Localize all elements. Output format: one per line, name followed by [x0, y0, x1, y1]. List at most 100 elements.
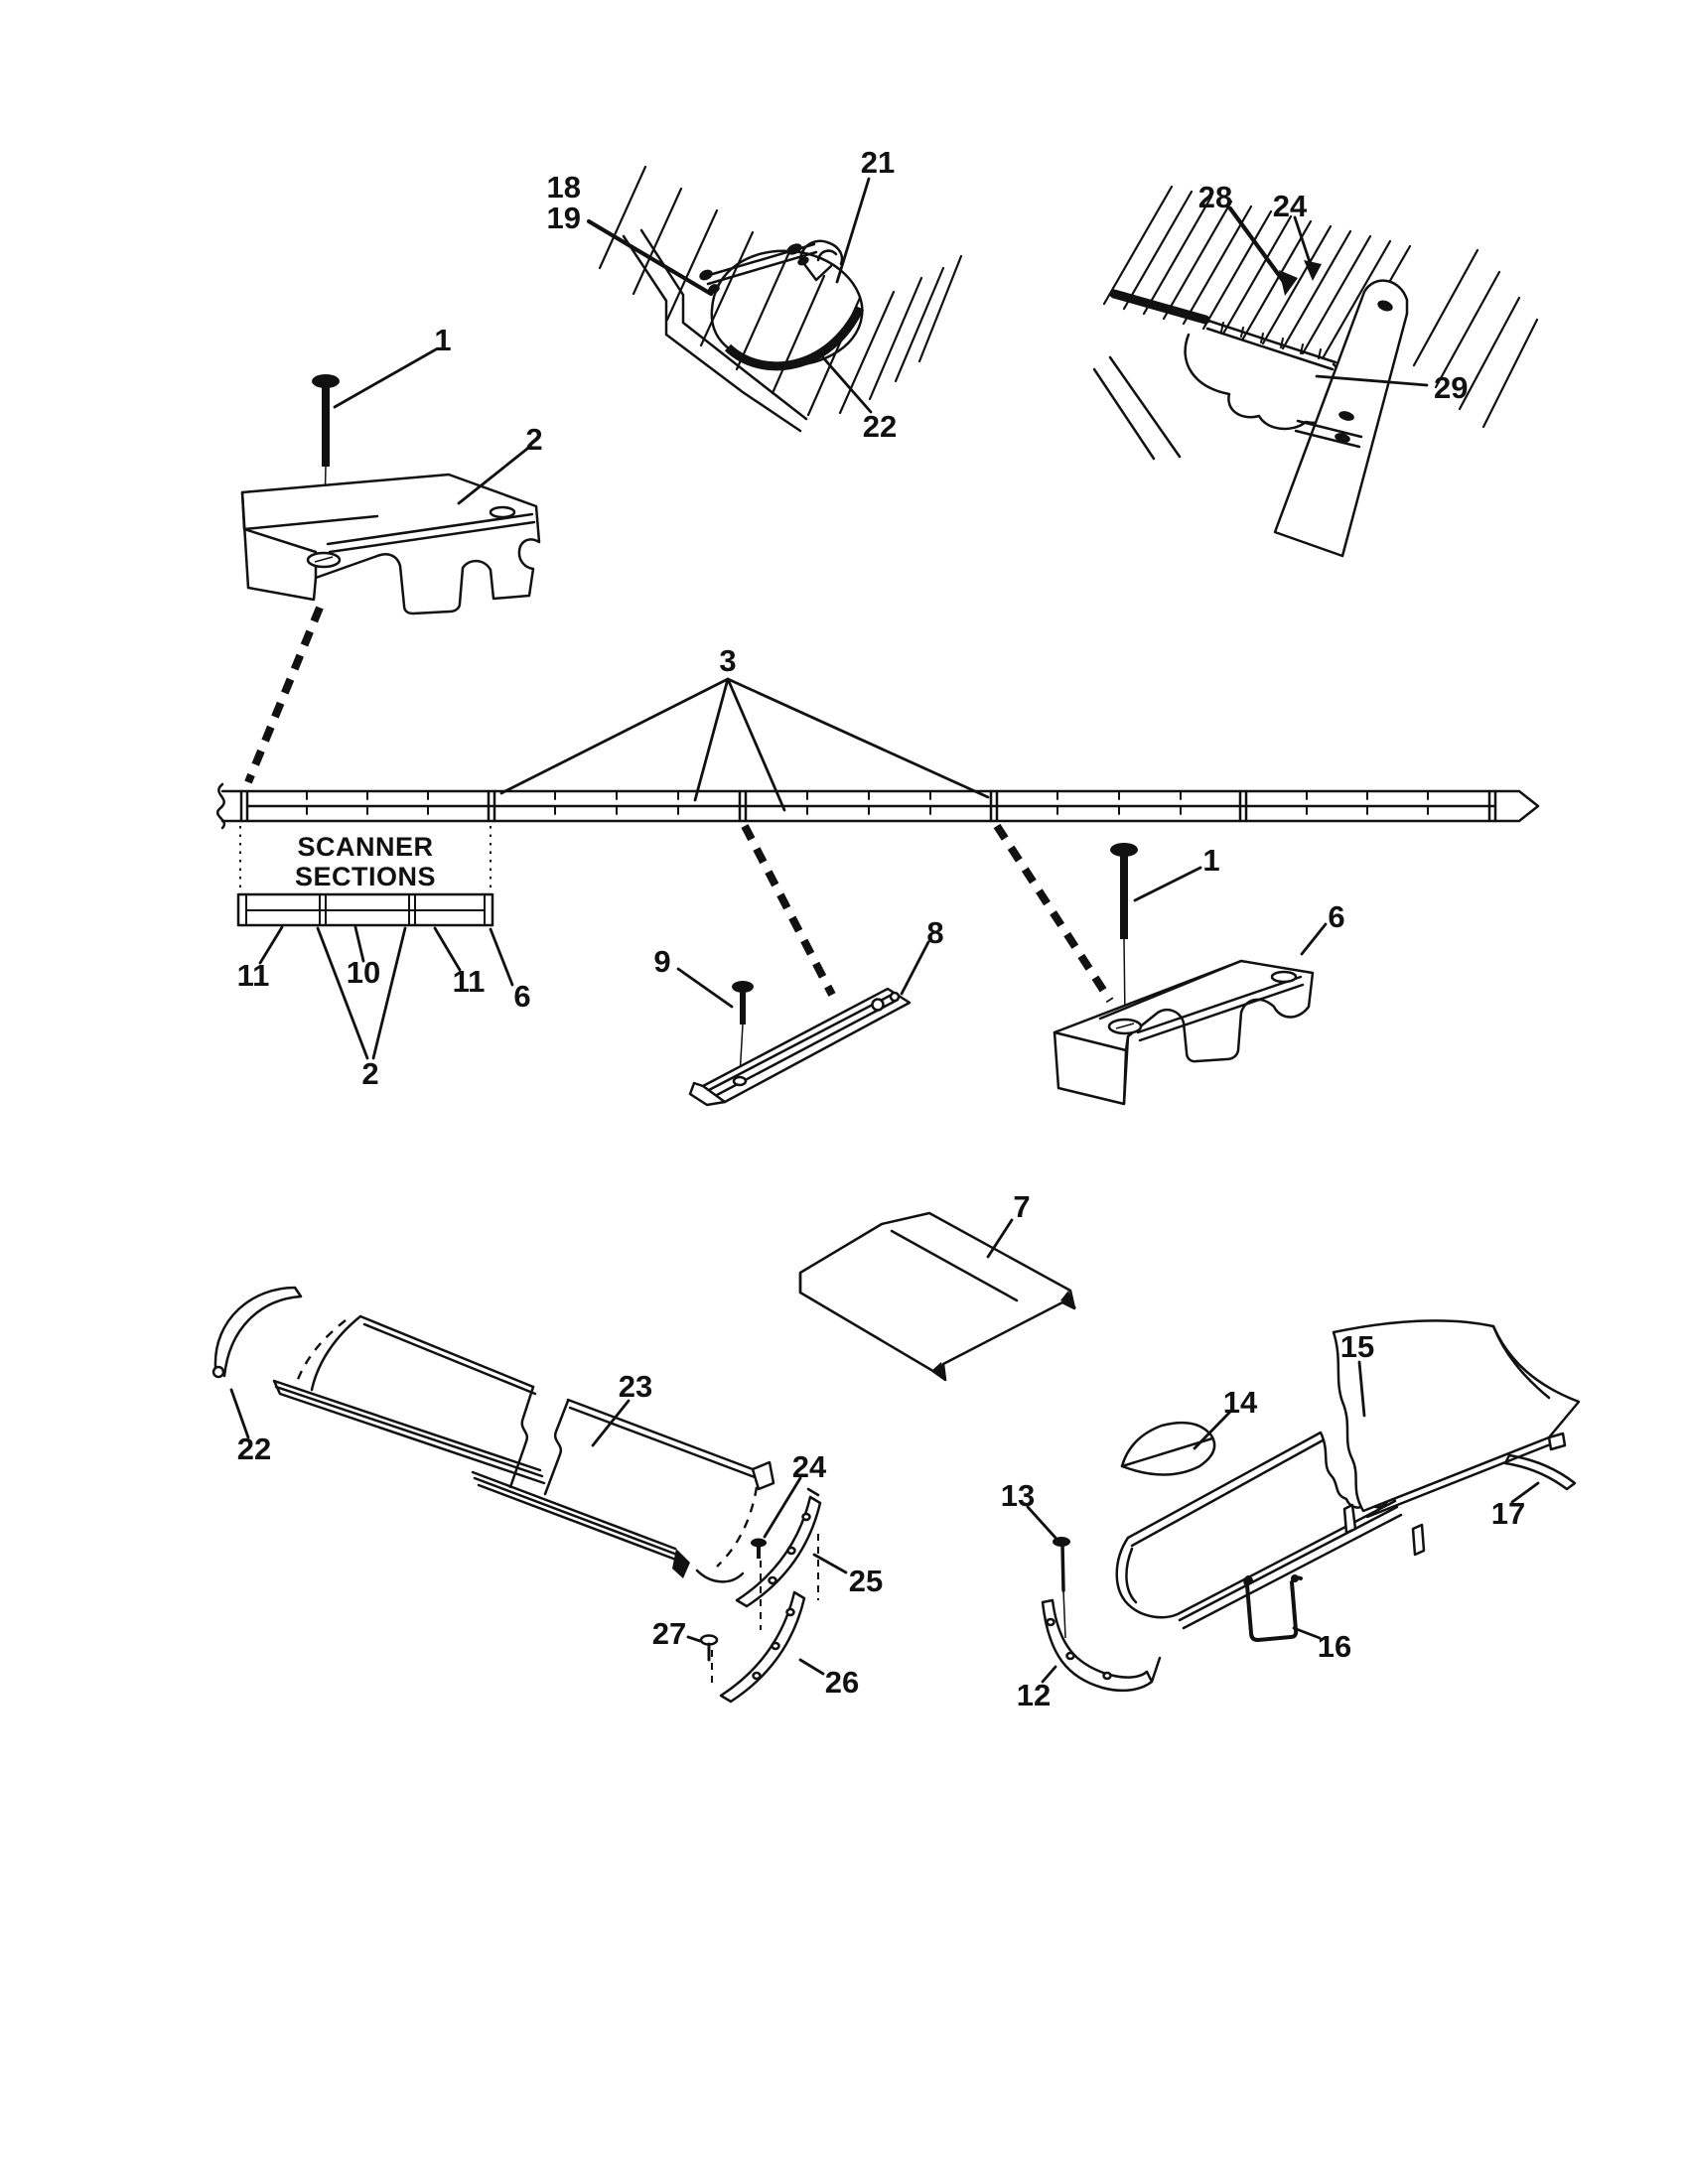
dome-rear-outline — [1184, 333, 1342, 431]
callout-18: 18 — [547, 170, 581, 205]
leader-6-right — [1300, 922, 1328, 956]
callout-1-topleft: 1 — [434, 323, 451, 357]
callout-8: 8 — [926, 915, 943, 950]
screw-shaft — [740, 990, 746, 1024]
scanner-bar-leaders — [258, 925, 514, 1060]
callout-26: 26 — [825, 1665, 859, 1700]
callout-6-left: 6 — [513, 979, 530, 1014]
leader-9 — [676, 967, 734, 1009]
rear-section-details — [1365, 1324, 1555, 1519]
joint-tab — [1411, 1523, 1426, 1557]
callout-22-bottom: 22 — [237, 1432, 271, 1466]
scanner-sections-line2: SECTIONS — [295, 862, 436, 891]
callout-21: 21 — [861, 145, 895, 180]
bolt-dot — [708, 284, 720, 294]
trough-assembly-left — [211, 1286, 848, 1704]
leader-15 — [1357, 1360, 1366, 1418]
clamp-band-12 — [1041, 1598, 1162, 1693]
callout-25: 25 — [849, 1564, 883, 1598]
leader-16 — [1292, 1626, 1322, 1640]
bar-hole — [889, 991, 901, 1003]
cover-outline — [798, 1211, 1076, 1382]
callout-24-topright: 24 — [1273, 189, 1308, 223]
callout-10: 10 — [347, 955, 380, 990]
leader-22-bottom — [229, 1388, 250, 1439]
bolt-dot — [797, 256, 809, 266]
hidden-end-arc — [295, 1319, 347, 1383]
band-hole — [1046, 1617, 1055, 1627]
scanner-sections-group — [236, 826, 514, 1060]
band-hole — [801, 1512, 811, 1522]
trough-left-top-edge — [358, 1314, 537, 1396]
screw-head — [1110, 843, 1138, 857]
rail-joints — [239, 789, 1497, 823]
leaf-center-line — [1120, 1436, 1214, 1468]
leader-25 — [812, 1553, 848, 1574]
slat-ticks — [1220, 322, 1322, 359]
bolt-dot — [786, 243, 802, 255]
callout-3: 3 — [719, 643, 736, 678]
hole-slot — [314, 556, 334, 563]
hold-down-bar-assembly — [676, 940, 930, 1107]
seal-strip — [1109, 289, 1210, 325]
assembly-dash-left — [244, 606, 324, 784]
arrowhead-24 — [1304, 260, 1322, 281]
leader-26 — [798, 1658, 825, 1676]
rail-assembly — [215, 677, 1540, 1004]
trough-assembly-right — [1026, 1319, 1581, 1693]
alignment-dashes — [711, 1534, 819, 1688]
mount-strip-right — [471, 1470, 683, 1564]
scanner-bar-details — [245, 893, 486, 926]
callout-11-right: 11 — [453, 964, 486, 999]
screw-13-head — [1053, 1537, 1070, 1547]
bar-screw-hole — [732, 1075, 748, 1087]
leader-18-19 — [586, 218, 714, 297]
deck-edge-lines — [1092, 355, 1182, 461]
callout-12: 12 — [1017, 1678, 1051, 1712]
callout-9: 9 — [653, 944, 670, 979]
callout-13: 13 — [1001, 1478, 1035, 1513]
wear-strip-arc — [724, 306, 865, 371]
wire-bracket — [1243, 1575, 1303, 1642]
rail-clamp-body — [1053, 959, 1315, 1106]
leader-14 — [1193, 1410, 1232, 1450]
leader-17 — [1510, 1481, 1540, 1504]
bolt-dot — [699, 269, 713, 281]
callout-29: 29 — [1434, 370, 1468, 405]
bottom-lip — [695, 1569, 745, 1583]
leader-8 — [900, 940, 930, 996]
corner-tab — [751, 1460, 775, 1491]
break-edge-right — [543, 1399, 570, 1496]
screw-shaft — [322, 385, 330, 467]
trough-right-top-edge — [566, 1398, 757, 1479]
leader-7 — [986, 1218, 1014, 1259]
leader-24-topright — [1293, 215, 1314, 270]
strip-end-hook — [672, 1549, 690, 1578]
callout-22-top: 22 — [863, 409, 897, 444]
detail-dome-front — [586, 165, 963, 433]
leader-1-topleft — [333, 347, 438, 409]
band-hole — [768, 1575, 777, 1585]
clamp-band-lower — [719, 1590, 806, 1704]
rail-body — [220, 789, 1540, 823]
deflector-leaf — [1120, 1421, 1216, 1476]
end-cap-curl — [211, 1365, 225, 1379]
cover-hook — [1060, 1291, 1076, 1308]
scanner-sections-line1: SCANNER — [297, 832, 433, 862]
callout-2-bottom: 2 — [361, 1056, 378, 1091]
assembly-dash-right — [993, 823, 1114, 1004]
screw-13-shaft — [1060, 1543, 1065, 1592]
clamp-end-hole — [489, 505, 516, 519]
hold-down-bar — [701, 987, 912, 1104]
callout-1-right: 1 — [1202, 843, 1219, 878]
callout-2-topleft: 2 — [525, 422, 542, 457]
leader-12 — [1041, 1665, 1057, 1684]
clamp-assembly-right — [1053, 843, 1328, 1106]
tube-hole — [1338, 411, 1354, 421]
leader-29 — [1315, 374, 1429, 387]
leader-3 — [499, 677, 990, 812]
band-hole — [1065, 1651, 1075, 1661]
callout-6-right: 6 — [1328, 899, 1344, 934]
